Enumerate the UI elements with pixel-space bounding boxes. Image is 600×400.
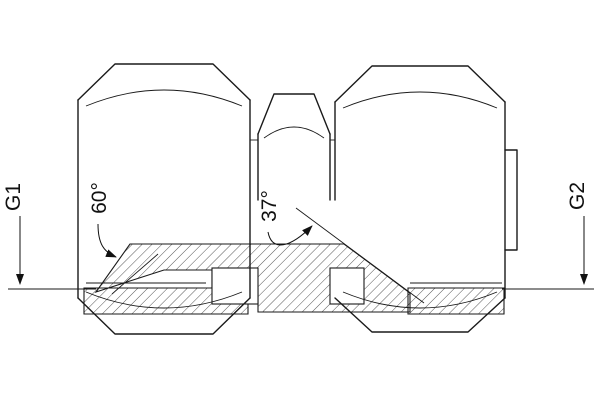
left-nut-top-chamfer-arc <box>85 89 243 107</box>
flare-angle-leader-arrow <box>267 225 313 246</box>
body-hex-silhouette <box>257 93 331 135</box>
left-nut-bottom-silhouette <box>77 297 251 335</box>
flare-angle-label: 37° <box>258 190 281 222</box>
left-nut <box>77 63 251 335</box>
right-nut-top-chamfer-arc <box>342 91 498 109</box>
cone-angle-label: 60° <box>88 182 111 214</box>
body-hex-chamfer-arc <box>263 126 325 139</box>
left-nut-wall-section <box>83 287 249 315</box>
right-end-collar <box>504 149 518 251</box>
cone-seat-line <box>111 253 159 295</box>
right-nut-bottom-silhouette <box>334 297 506 333</box>
body-hex <box>250 93 335 201</box>
left-nut-bottom-chamfer-arc <box>85 291 243 309</box>
right-nut-wall-section <box>407 287 505 315</box>
g2-thread-label: G2 <box>566 182 589 210</box>
cone-angle-leader-arrow <box>97 223 117 258</box>
right-nut <box>334 65 518 333</box>
undercut-groove-left <box>211 267 259 305</box>
right-nut-top-silhouette <box>334 65 506 103</box>
section-hatching <box>83 207 505 315</box>
g1-thread-label: G1 <box>2 183 25 211</box>
flare-reference-line <box>295 207 425 304</box>
left-nut-top-silhouette <box>77 63 251 101</box>
dimensions: G1 G2 60° 37° <box>2 182 594 290</box>
right-nut-bottom-chamfer-arc <box>342 291 498 309</box>
